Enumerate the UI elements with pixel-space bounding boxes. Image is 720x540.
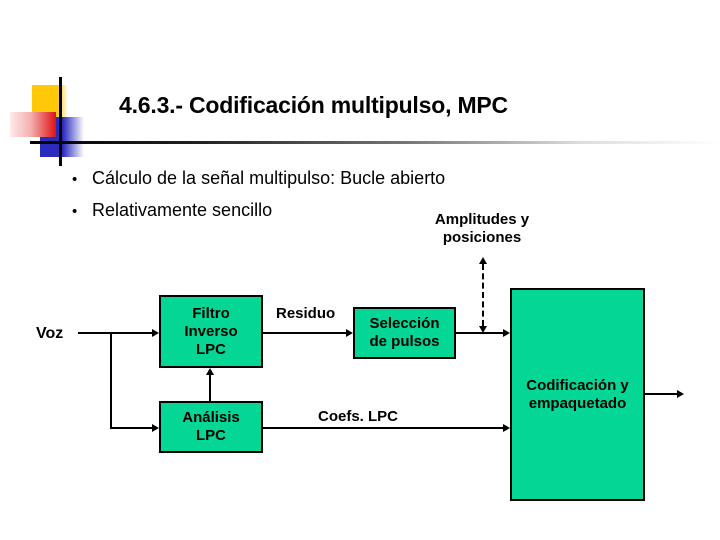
annotation-amplitudes-posiciones: Amplitudes y posiciones [412, 211, 552, 247]
arrow-voz-to-filtro [78, 332, 152, 334]
box-label-line: de pulsos [369, 333, 440, 350]
arrowhead-icon [677, 390, 684, 398]
bullet-text: Relativamente sencillo [92, 200, 273, 220]
box-seleccion-de-pulsos: Selección de pulsos [353, 307, 456, 359]
box-label-line: Filtro [192, 304, 230, 322]
annotation-line: posiciones [442, 229, 522, 246]
box-filtro-inverso-lpc: Filtro Inverso LPC [159, 295, 263, 368]
arrowhead-icon [206, 368, 214, 375]
arrowhead-icon [503, 329, 510, 337]
input-label-voz: Voz [36, 325, 64, 342]
arrowhead-icon [346, 329, 353, 337]
arrowhead-icon [479, 326, 487, 333]
arrow-analisis-to-codificacion [263, 427, 503, 429]
arrowhead-icon [152, 329, 159, 337]
box-codificacion-y-empaquetado: Codificación y empaquetado [510, 288, 645, 501]
bullet-text: Cálculo de la señal multipulso: Bucle ab… [92, 168, 446, 188]
arrowhead-icon [479, 257, 487, 264]
arrow-voz-to-analisis [110, 427, 152, 429]
box-label-line: Análisis [182, 409, 240, 426]
box-label-line: LPC [196, 427, 226, 444]
box-label-line: Codificación y [526, 376, 629, 394]
box-label-line: LPC [196, 340, 226, 358]
box-label-line: empaquetado [528, 394, 627, 412]
signal-label-coefs-lpc: Coefs. LPC [318, 408, 399, 425]
arrow-filtro-to-seleccion [263, 332, 346, 334]
box-label-line: Selección [369, 315, 440, 332]
box-label-line: Inverso [184, 322, 238, 340]
arrowhead-icon [503, 424, 510, 432]
arrow-seleccion-to-codificacion [456, 332, 503, 334]
decor-yellow-square [32, 85, 68, 117]
bullet-icon: • [72, 203, 78, 220]
bullet-item: • Relativamente sencillo [72, 195, 445, 227]
decor-red-square [10, 112, 56, 137]
arrow-codificacion-output [645, 393, 677, 395]
title-divider-rule [30, 141, 718, 144]
arrowhead-icon [152, 424, 159, 432]
bullet-item: • Cálculo de la señal multipulso: Bucle … [72, 163, 445, 195]
bullet-list: • Cálculo de la señal multipulso: Bucle … [72, 163, 445, 227]
slide-title: 4.6.3.- Codificación multipulso, MPC [119, 92, 508, 118]
annotation-line: Amplitudes y [434, 211, 530, 228]
arrow-analisis-to-filtro [209, 375, 211, 402]
line-voz-branch-vertical [110, 332, 112, 429]
decor-vertical-line [59, 77, 62, 166]
box-analisis-lpc: Análisis LPC [159, 401, 263, 453]
signal-label-residuo: Residuo [276, 305, 336, 322]
dashed-arrow-amplitudes [482, 264, 484, 326]
bullet-icon: • [72, 171, 78, 188]
